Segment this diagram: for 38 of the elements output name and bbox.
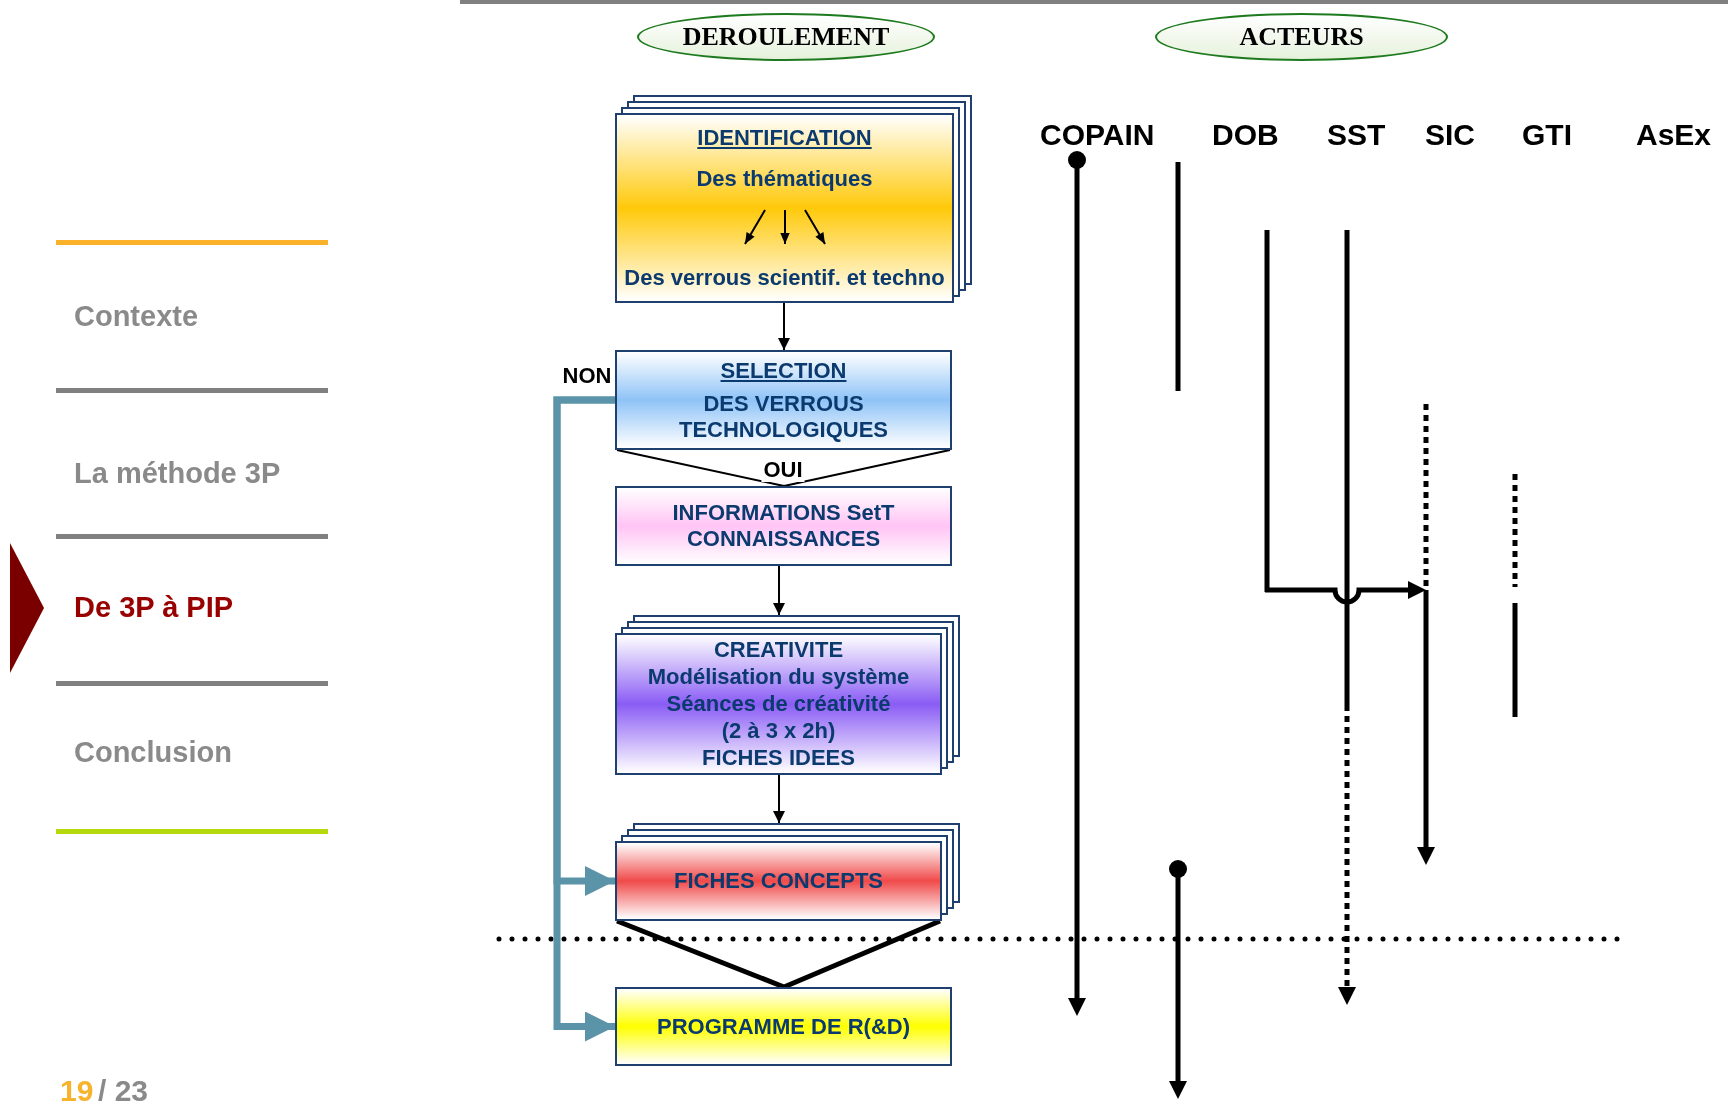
process-box: [615, 987, 952, 1066]
actor-label: COPAIN: [1040, 118, 1155, 152]
box-text: CREATIVITE: [713, 637, 844, 664]
header-title: DEROULEMENT: [682, 22, 890, 52]
nav-item: Contexte: [74, 300, 199, 333]
arrow: [773, 565, 785, 616]
stacked-process-box: [615, 823, 960, 921]
connector-line: [616, 449, 951, 487]
stacked-process-box: [615, 95, 972, 303]
box-text: Des thématiques: [696, 166, 873, 193]
feedback-arrow: [553, 396, 615, 1042]
box-text: FICHES IDEES: [702, 744, 855, 771]
box-text: Des verrous scientif. et techno: [624, 265, 945, 292]
arrow: [773, 774, 785, 824]
page-number: 19: [60, 1074, 94, 1108]
box-heading: IDENTIFICATION: [697, 124, 872, 151]
box-heading: SELECTION: [720, 357, 847, 384]
actor-label: SIC: [1425, 118, 1475, 152]
actor-label: AsEx: [1636, 118, 1712, 152]
box-text: PROGRAMME DE R(&D): [657, 1013, 910, 1040]
nav-item: La méthode 3P: [74, 457, 281, 490]
nav-item: De 3P à PIP: [74, 591, 234, 624]
actor-label: DOB: [1212, 118, 1279, 152]
stacked-process-box: [615, 615, 960, 775]
box-text: INFORMATIONS SetT CONNAISSANCES: [671, 500, 896, 552]
actor-label: SST: [1327, 118, 1386, 152]
process-box: [615, 486, 952, 566]
box-text: Séances de créativité: [666, 691, 891, 717]
nav-item: Conclusion: [74, 736, 232, 769]
page-total: / 23: [98, 1074, 149, 1108]
actor-label: GTI: [1522, 118, 1572, 152]
box-text: DES VERROUS TECHNOLOGIQUES: [678, 390, 889, 443]
arrow: [778, 302, 790, 351]
process-box: [615, 350, 952, 450]
box-text: FICHES CONCEPTS: [674, 868, 883, 894]
header-title: ACTEURS: [1239, 22, 1364, 52]
box-text: Modélisation du système: [647, 664, 910, 691]
box-text: (2 à 3 x 2h): [721, 717, 836, 744]
